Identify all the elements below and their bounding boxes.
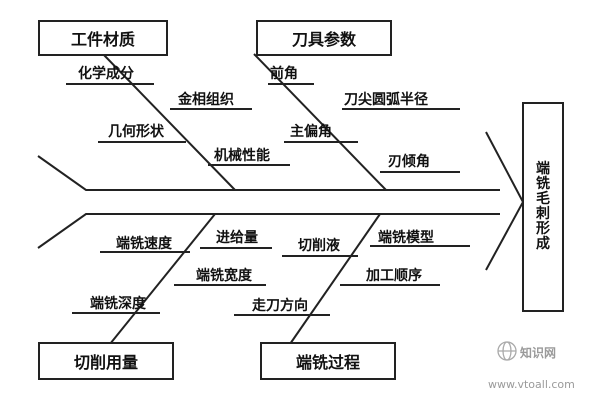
category-box-tool-parameters: 刀具参数 bbox=[256, 20, 392, 56]
cause-label: 切削液 bbox=[298, 238, 340, 254]
watermark-name: 知识网 bbox=[520, 346, 557, 360]
category-box-cutting-amount: 切削用量 bbox=[38, 342, 174, 380]
bone-cutting-amount bbox=[109, 213, 216, 345]
cause-label: 进给量 bbox=[216, 230, 258, 246]
effect-char: 铣 bbox=[536, 176, 550, 192]
effect-char: 形 bbox=[536, 221, 550, 237]
spine-lower-line bbox=[37, 213, 500, 249]
cause-label: 端铣速度 bbox=[116, 236, 172, 252]
cause-label: 端铣模型 bbox=[378, 230, 434, 246]
cause-label: 端铣深度 bbox=[90, 296, 146, 312]
spine-upper-line bbox=[37, 155, 500, 191]
effect-char: 成 bbox=[536, 236, 550, 252]
cause-label: 刃倾角 bbox=[388, 154, 430, 170]
bone-tool-parameters bbox=[253, 53, 387, 191]
cause-label: 刀尖圆弧半径 bbox=[344, 92, 428, 108]
category-box-workpiece-material: 工件材质 bbox=[38, 20, 168, 56]
cause-label: 加工顺序 bbox=[366, 268, 422, 284]
category-box-milling-process: 端铣过程 bbox=[260, 342, 396, 380]
cause-label: 几何形状 bbox=[108, 124, 164, 140]
effect-char: 刺 bbox=[536, 206, 550, 222]
cause-label: 主偏角 bbox=[290, 124, 332, 140]
cause-label: 机械性能 bbox=[214, 148, 270, 164]
effect-box: 端铣毛刺形成 bbox=[522, 102, 564, 312]
cause-label: 走刀方向 bbox=[252, 298, 308, 314]
watermark-logo-icon bbox=[497, 341, 517, 361]
cause-label: 前角 bbox=[270, 66, 298, 82]
bone-milling-process bbox=[289, 213, 381, 345]
watermark-url: www.vtoall.com bbox=[488, 378, 575, 391]
cause-label: 金相组织 bbox=[178, 92, 234, 108]
effect-char: 毛 bbox=[536, 191, 550, 207]
bone-workpiece-material bbox=[102, 53, 236, 191]
arrow-head bbox=[485, 131, 525, 271]
cause-label: 化学成分 bbox=[78, 66, 134, 82]
cause-label: 端铣宽度 bbox=[196, 268, 252, 284]
effect-char: 端 bbox=[536, 161, 550, 177]
